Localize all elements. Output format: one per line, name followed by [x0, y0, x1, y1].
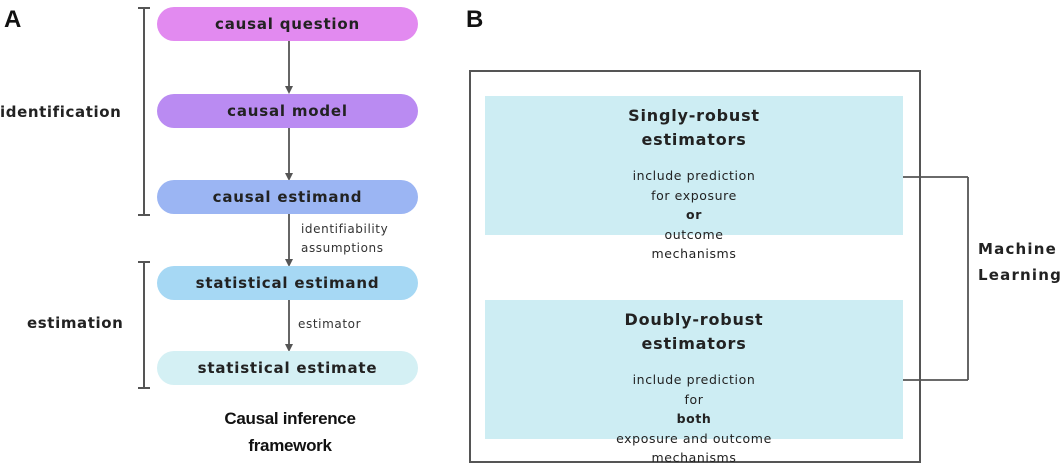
- singly-robust-title-line2: estimators: [641, 130, 747, 149]
- panel-a-caption: Causal inference framework: [190, 405, 390, 459]
- panel-b-frame: [469, 70, 921, 463]
- singly-desc-line2-post: outcome: [664, 226, 724, 242]
- doubly-desc-line2-pre: for: [684, 391, 704, 407]
- edge-label-identifiability-line2: assumptions: [301, 241, 384, 255]
- step-causal-model: causal model: [157, 94, 418, 128]
- edge-label-identifiability: identifiability assumptions: [301, 220, 388, 258]
- doubly-desc-line2-post: exposure and outcome: [616, 430, 772, 446]
- identification-bracket: [138, 7, 150, 216]
- machine-learning-label-line2: Learning: [978, 266, 1060, 284]
- step-causal-estimand: causal estimand: [157, 180, 418, 214]
- singly-robust-title-line1: Singly-robust: [628, 106, 760, 125]
- singly-desc-line3: mechanisms: [651, 246, 737, 261]
- doubly-robust-description: include prediction for both exposure and…: [485, 370, 903, 468]
- machine-learning-label-line1: Machine: [978, 240, 1058, 258]
- step-statistical-estimate: statistical estimate: [157, 351, 418, 385]
- panel-a-letter: A: [4, 6, 22, 33]
- doubly-robust-title-line1: Doubly-robust: [624, 310, 764, 329]
- singly-desc-line1: include prediction: [632, 168, 756, 183]
- doubly-robust-box: Doubly-robust estimators include predict…: [485, 300, 903, 465]
- phase-label-estimation: estimation: [27, 314, 124, 332]
- edge-label-estimator: estimator: [298, 317, 362, 331]
- singly-robust-description: include prediction for exposure or outco…: [485, 166, 903, 264]
- caption-line1: Causal inference: [224, 409, 356, 428]
- step-causal-question: causal question: [157, 7, 418, 41]
- estimation-bracket: [138, 261, 150, 389]
- singly-robust-box: Singly-robust estimators include predict…: [485, 96, 903, 261]
- doubly-robust-title: Doubly-robust estimators: [485, 308, 903, 356]
- phase-label-identification: identification: [0, 103, 122, 121]
- singly-desc-line2-bold: or: [686, 207, 702, 222]
- doubly-desc-line1: include prediction: [632, 372, 756, 387]
- panel-b-letter: B: [466, 6, 484, 33]
- caption-line2: framework: [248, 436, 332, 455]
- singly-desc-line2-pre: for exposure: [651, 187, 737, 203]
- doubly-desc-line2: for both exposure and outcome: [485, 390, 903, 449]
- doubly-desc-line3: mechanisms: [651, 450, 737, 465]
- doubly-robust-title-line2: estimators: [641, 334, 747, 353]
- machine-learning-label: Machine Learning: [978, 236, 1060, 288]
- singly-robust-title: Singly-robust estimators: [485, 104, 903, 152]
- edge-label-identifiability-line1: identifiability: [301, 222, 389, 236]
- doubly-desc-line2-bold: both: [676, 411, 712, 426]
- step-statistical-estimand: statistical estimand: [157, 266, 418, 300]
- singly-desc-line2: for exposure or outcome: [485, 186, 903, 245]
